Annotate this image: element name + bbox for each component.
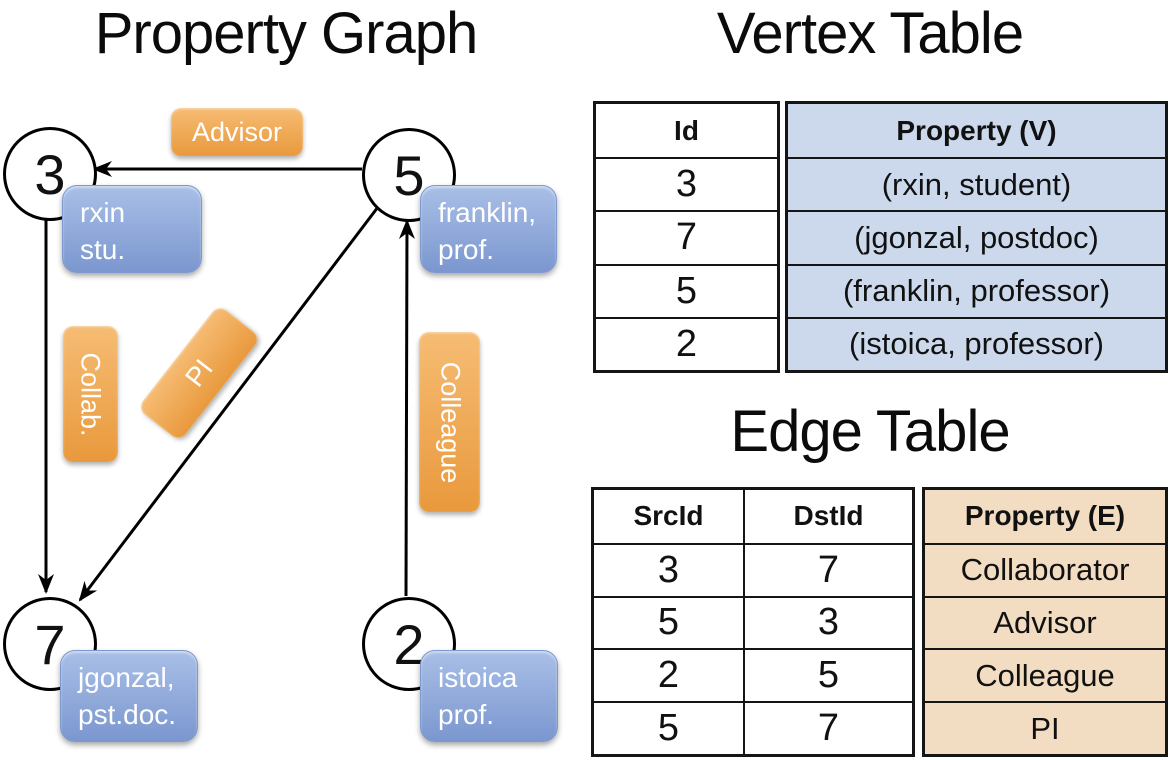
edge-table-title: Edge Table bbox=[730, 399, 1010, 464]
vertex-table-property-cell: (jgonzal, postdoc) bbox=[788, 210, 1165, 263]
vertex-table-id-cell: 5 bbox=[596, 263, 777, 317]
node-property-line2: prof. bbox=[438, 698, 495, 730]
edge-table-dstid-header: DstId bbox=[743, 490, 912, 543]
edge-table-id-columns: SrcId DstId 3 7 5 3 2 5 5 7 bbox=[591, 487, 915, 757]
edge-label-collab-text: Collab. bbox=[76, 351, 107, 437]
vertex-table-property-cell: (rxin, student) bbox=[788, 157, 1165, 210]
property-graph-title: Property Graph bbox=[94, 1, 479, 66]
node-property-line1: rxin bbox=[80, 197, 126, 228]
node-property-line1: istoica bbox=[438, 662, 518, 693]
vertex-table-id-header: Id bbox=[674, 114, 699, 146]
node-property-box-rxin: rxin stu. bbox=[62, 185, 202, 273]
edge-table-property-cell: Colleague bbox=[925, 648, 1165, 701]
node-property-line2: pst.doc. bbox=[78, 698, 177, 730]
vertex-table-id-cell: 3 bbox=[596, 157, 777, 210]
node-property-box-franklin: franklin, prof. bbox=[420, 185, 557, 273]
node-property-line2: prof. bbox=[438, 233, 495, 265]
edge-table-dstid-cell: 7 bbox=[743, 542, 912, 596]
vertex-table-property-cell: (istoica, professor) bbox=[788, 316, 1165, 370]
edge-table-property-cell: PI bbox=[925, 701, 1165, 754]
edge-table-property-column: Property (E) Collaborator Advisor Collea… bbox=[922, 487, 1168, 757]
vertex-node-2-id: 2 bbox=[393, 612, 425, 676]
edge-table-dstid-cell: 7 bbox=[743, 701, 912, 754]
edge-label-colleague: Colleague bbox=[419, 332, 480, 512]
edge-table-srcid-cell: 5 bbox=[594, 595, 743, 649]
vertex-table-title: Vertex Table bbox=[716, 1, 1024, 66]
vertex-node-3-id: 3 bbox=[34, 142, 66, 206]
node-property-box-jgonzal: jgonzal, pst.doc. bbox=[60, 650, 198, 742]
edge-label-pi-text: PI bbox=[178, 353, 219, 392]
vertex-table-property-cell: (franklin, professor) bbox=[788, 263, 1165, 317]
edge-table-srcid-cell: 5 bbox=[594, 701, 743, 754]
edge-label-pi: PI bbox=[137, 304, 261, 442]
edge-table-property-cell: Collaborator bbox=[925, 542, 1165, 596]
edge-table-property-header: Property (E) bbox=[964, 500, 1126, 532]
edge-label-advisor-text: Advisor bbox=[191, 116, 283, 147]
vertex-table-id-cell: 7 bbox=[596, 210, 777, 263]
node-property-line2: stu. bbox=[80, 233, 126, 265]
node-property-box-istoica: istoica prof. bbox=[420, 650, 558, 742]
edge-label-collab: Collab. bbox=[63, 326, 118, 462]
edge-table-srcid-cell: 2 bbox=[594, 648, 743, 701]
node-property-line1: franklin, bbox=[438, 197, 537, 228]
vertex-table-property-column: Property (V) (rxin, student) (jgonzal, p… bbox=[785, 101, 1168, 373]
edge-label-colleague-text: Colleague bbox=[435, 361, 465, 483]
vertex-node-5-id: 5 bbox=[393, 143, 425, 207]
edge-table-srcid-header: SrcId bbox=[633, 500, 704, 532]
edge-2-to-5-colleague bbox=[398, 219, 415, 597]
edge-table-dstid-cell: 5 bbox=[743, 648, 912, 702]
edge-table-property-cell: Advisor bbox=[925, 595, 1165, 649]
edge-table-dstid-cell: 3 bbox=[743, 595, 912, 649]
node-property-line1: jgonzal, bbox=[78, 662, 175, 693]
edge-label-advisor: Advisor bbox=[171, 108, 303, 156]
vertex-node-3: 3 bbox=[3, 127, 97, 221]
vertex-table-id-cell: 2 bbox=[596, 316, 777, 370]
vertex-table-property-header: Property (V) bbox=[896, 114, 1057, 146]
edge-table-srcid-cell: 3 bbox=[594, 542, 743, 596]
vertex-table-id-column: Id 3 7 5 2 bbox=[593, 101, 780, 373]
